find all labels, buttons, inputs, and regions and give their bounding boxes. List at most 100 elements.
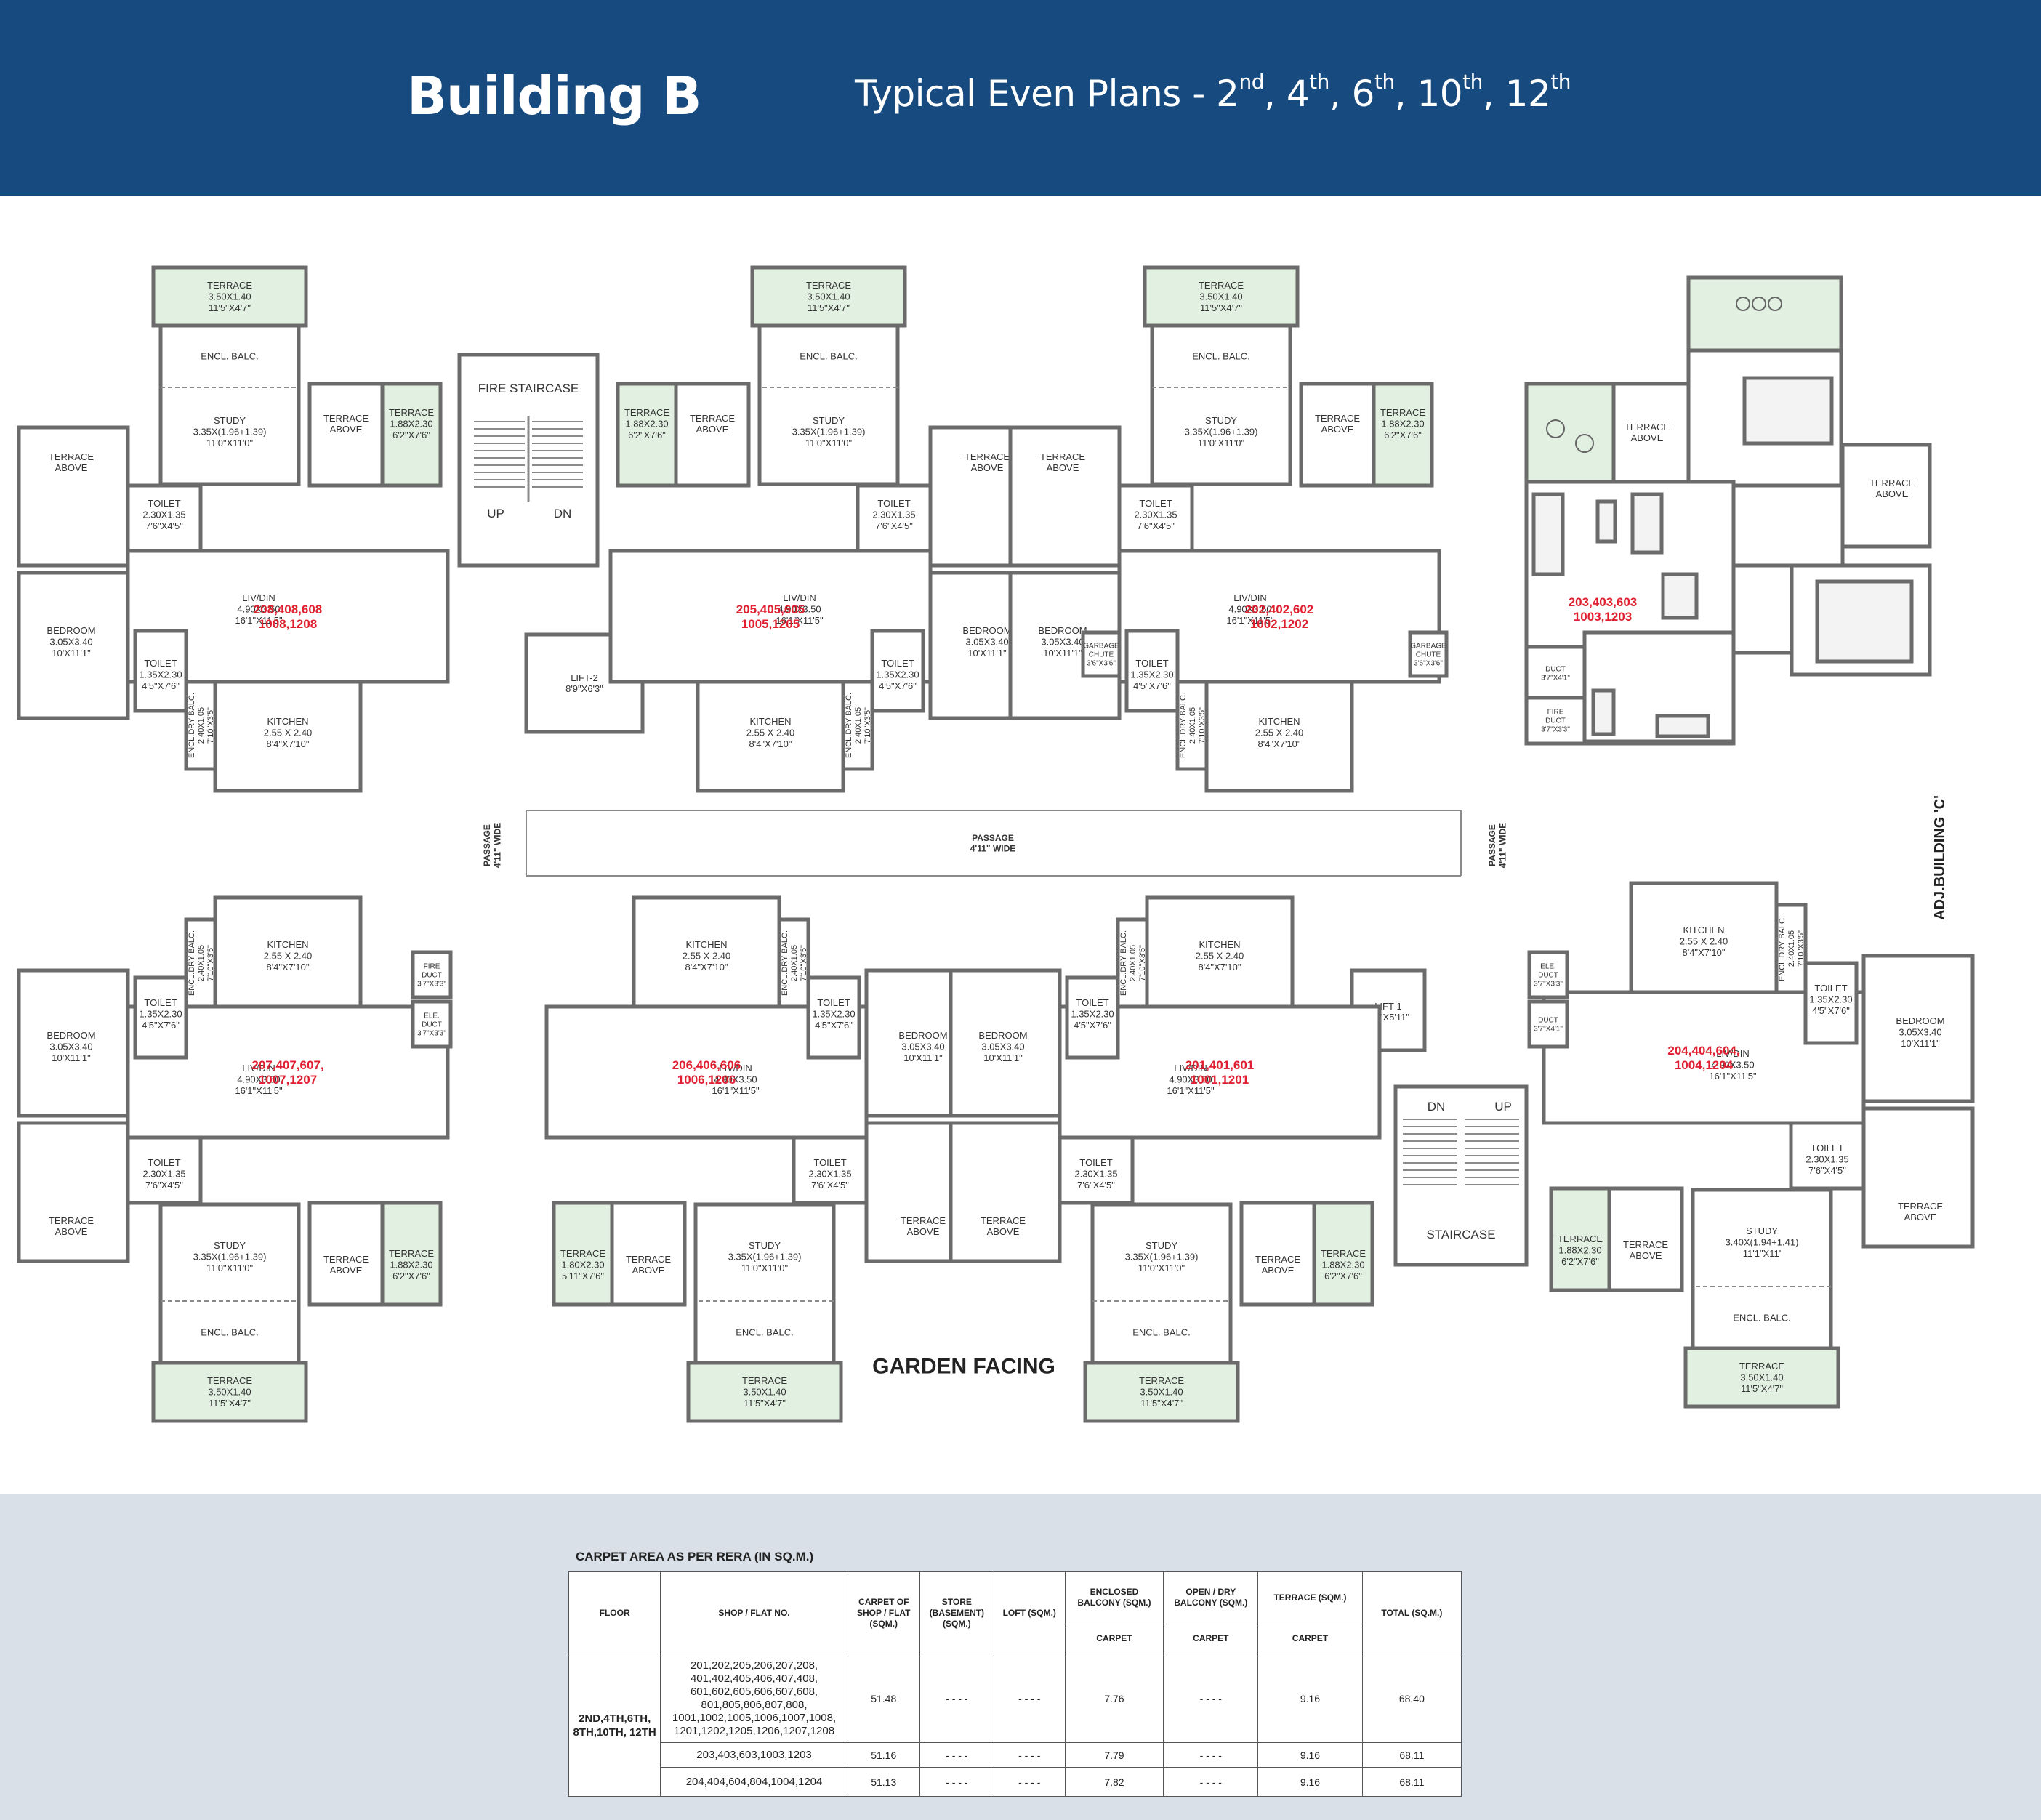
planter-icon <box>1752 297 1766 311</box>
cell-terrace: 9.16 <box>1257 1767 1363 1797</box>
dry-balcony-label: ENCL.DRY BALC.2.40X1.057'10"X3'5" <box>1119 930 1147 996</box>
label-line: 5'11"X7'6" <box>562 1271 604 1281</box>
label-line: ABOVE <box>1630 1250 1662 1261</box>
label-line: LIV/DIN <box>783 592 816 603</box>
label-line: 1.80X2.30 <box>561 1260 604 1271</box>
stair-dn-label: DN <box>1428 1100 1446 1114</box>
label-line: GARBAGE <box>1083 643 1119 651</box>
label-line: 16'1"X11'5" <box>1226 615 1274 626</box>
terrace-big <box>686 1361 843 1423</box>
label-line: 2.40X1.05 <box>1188 707 1197 744</box>
stair-up-label: UP <box>1494 1100 1512 1114</box>
terrace-big <box>1683 1346 1840 1409</box>
garden-facing-label: GARDEN FACING <box>872 1355 1055 1379</box>
label-line: 3'7"X3'3" <box>1541 725 1570 733</box>
bed-icon <box>1742 376 1834 446</box>
label-line: KITCHEN <box>1258 716 1300 727</box>
toilet <box>1065 975 1120 1060</box>
label-line: TERRACE <box>49 1215 94 1226</box>
label-line: 10'X11'1" <box>1901 1038 1940 1049</box>
label-line: TOILET <box>1076 997 1108 1008</box>
label-line: LIFT-1 <box>1374 1001 1402 1012</box>
label-line: TERRACE <box>690 413 735 424</box>
label-line: TERRACE <box>1040 451 1085 462</box>
label-line: LIFT-2 <box>571 672 598 683</box>
label-line: TERRACE <box>901 1215 946 1226</box>
label-line: 1.88X2.30 <box>390 419 432 430</box>
label-line: STUDY <box>749 1240 781 1251</box>
label-line: TERRACE <box>560 1248 605 1259</box>
label-line: 11'5"X4'7" <box>1200 302 1242 313</box>
label-line: DN <box>554 507 572 520</box>
label-line: ENCL.DRY BALC. <box>188 930 196 996</box>
label-line: TERRACE <box>207 280 252 291</box>
label-line: STUDY <box>813 415 845 426</box>
terrace-above-side <box>1840 443 1932 549</box>
th-total: TOTAL (SQ.M.) <box>1361 1571 1462 1654</box>
label-line: 7'6"X4'5" <box>875 520 913 531</box>
label-line: 1008,1208 <box>259 617 317 631</box>
label-line: KITCHEN <box>749 716 791 727</box>
label-line: 1.88X2.30 <box>1381 419 1424 430</box>
label-line: 4'5"X7'6" <box>142 680 180 691</box>
label-line: 10'X11'1" <box>903 1052 943 1063</box>
th-loft: LOFT (SQM.) <box>993 1571 1066 1654</box>
label-line: 1006,1206 <box>677 1073 736 1087</box>
terrace-small <box>1524 382 1616 484</box>
label-line: 1.35X2.30 <box>812 1009 855 1020</box>
study-block <box>693 1202 836 1365</box>
page-subtitle: Typical Even Plans - 2nd, 4th, 6th, 10th… <box>855 70 1571 115</box>
label-line: ENCL. BALC. <box>201 351 258 362</box>
cell-open: - - - - <box>1163 1742 1259 1768</box>
cell-loft: - - - - <box>993 1654 1066 1743</box>
label-line: STUDY <box>214 1240 246 1251</box>
kitchen <box>1145 895 1295 1009</box>
label-line: 1.88X2.30 <box>625 419 668 430</box>
duct <box>1524 645 1587 700</box>
label-line: DUCT <box>422 972 442 980</box>
cell-flats: 204,404,604,804,1004,1204 <box>660 1767 848 1797</box>
garbage-chute <box>1408 630 1449 678</box>
label-line: FIRE <box>424 963 440 971</box>
dry-balcony-label: ENCL.DRY BALC.2.40X1.057'10"X3'5" <box>845 693 872 758</box>
terrace-above-side <box>1008 425 1122 568</box>
armchair-icon <box>1630 492 1664 555</box>
label-line: LIV/DIN <box>242 592 275 603</box>
label-line: DUCT <box>1538 1017 1558 1025</box>
label-line: TERRACE <box>1739 1361 1784 1372</box>
label-line: 7'6"X4'5" <box>145 1180 183 1191</box>
label-line: PASSAGE <box>482 824 492 866</box>
terrace-above <box>674 382 751 488</box>
label-line: 2.30X1.35 <box>808 1169 851 1180</box>
label-line: ENCL.DRY BALC. <box>1179 693 1188 758</box>
label-line: 2.30X1.35 <box>1806 1154 1848 1165</box>
label-line: 4.90X3.50 <box>778 604 821 615</box>
label-line: 3.50X1.40 <box>1140 1387 1183 1398</box>
label-line: ENCL.DRY BALC. <box>1119 930 1128 996</box>
study-block <box>757 323 900 486</box>
label-line: 2.55 X 2.40 <box>746 728 795 738</box>
label-line: STUDY <box>1746 1225 1778 1236</box>
bedroom <box>1861 954 1975 1103</box>
flat-number: 204,404,604,1004,1204 <box>1667 1044 1739 1072</box>
label-line: 8'4"X7'10" <box>266 738 309 749</box>
label-line: PASSAGE <box>1487 824 1497 866</box>
label-line: 6'2"X7'6" <box>1561 1256 1599 1267</box>
label-line: TERRACE <box>389 1248 434 1259</box>
